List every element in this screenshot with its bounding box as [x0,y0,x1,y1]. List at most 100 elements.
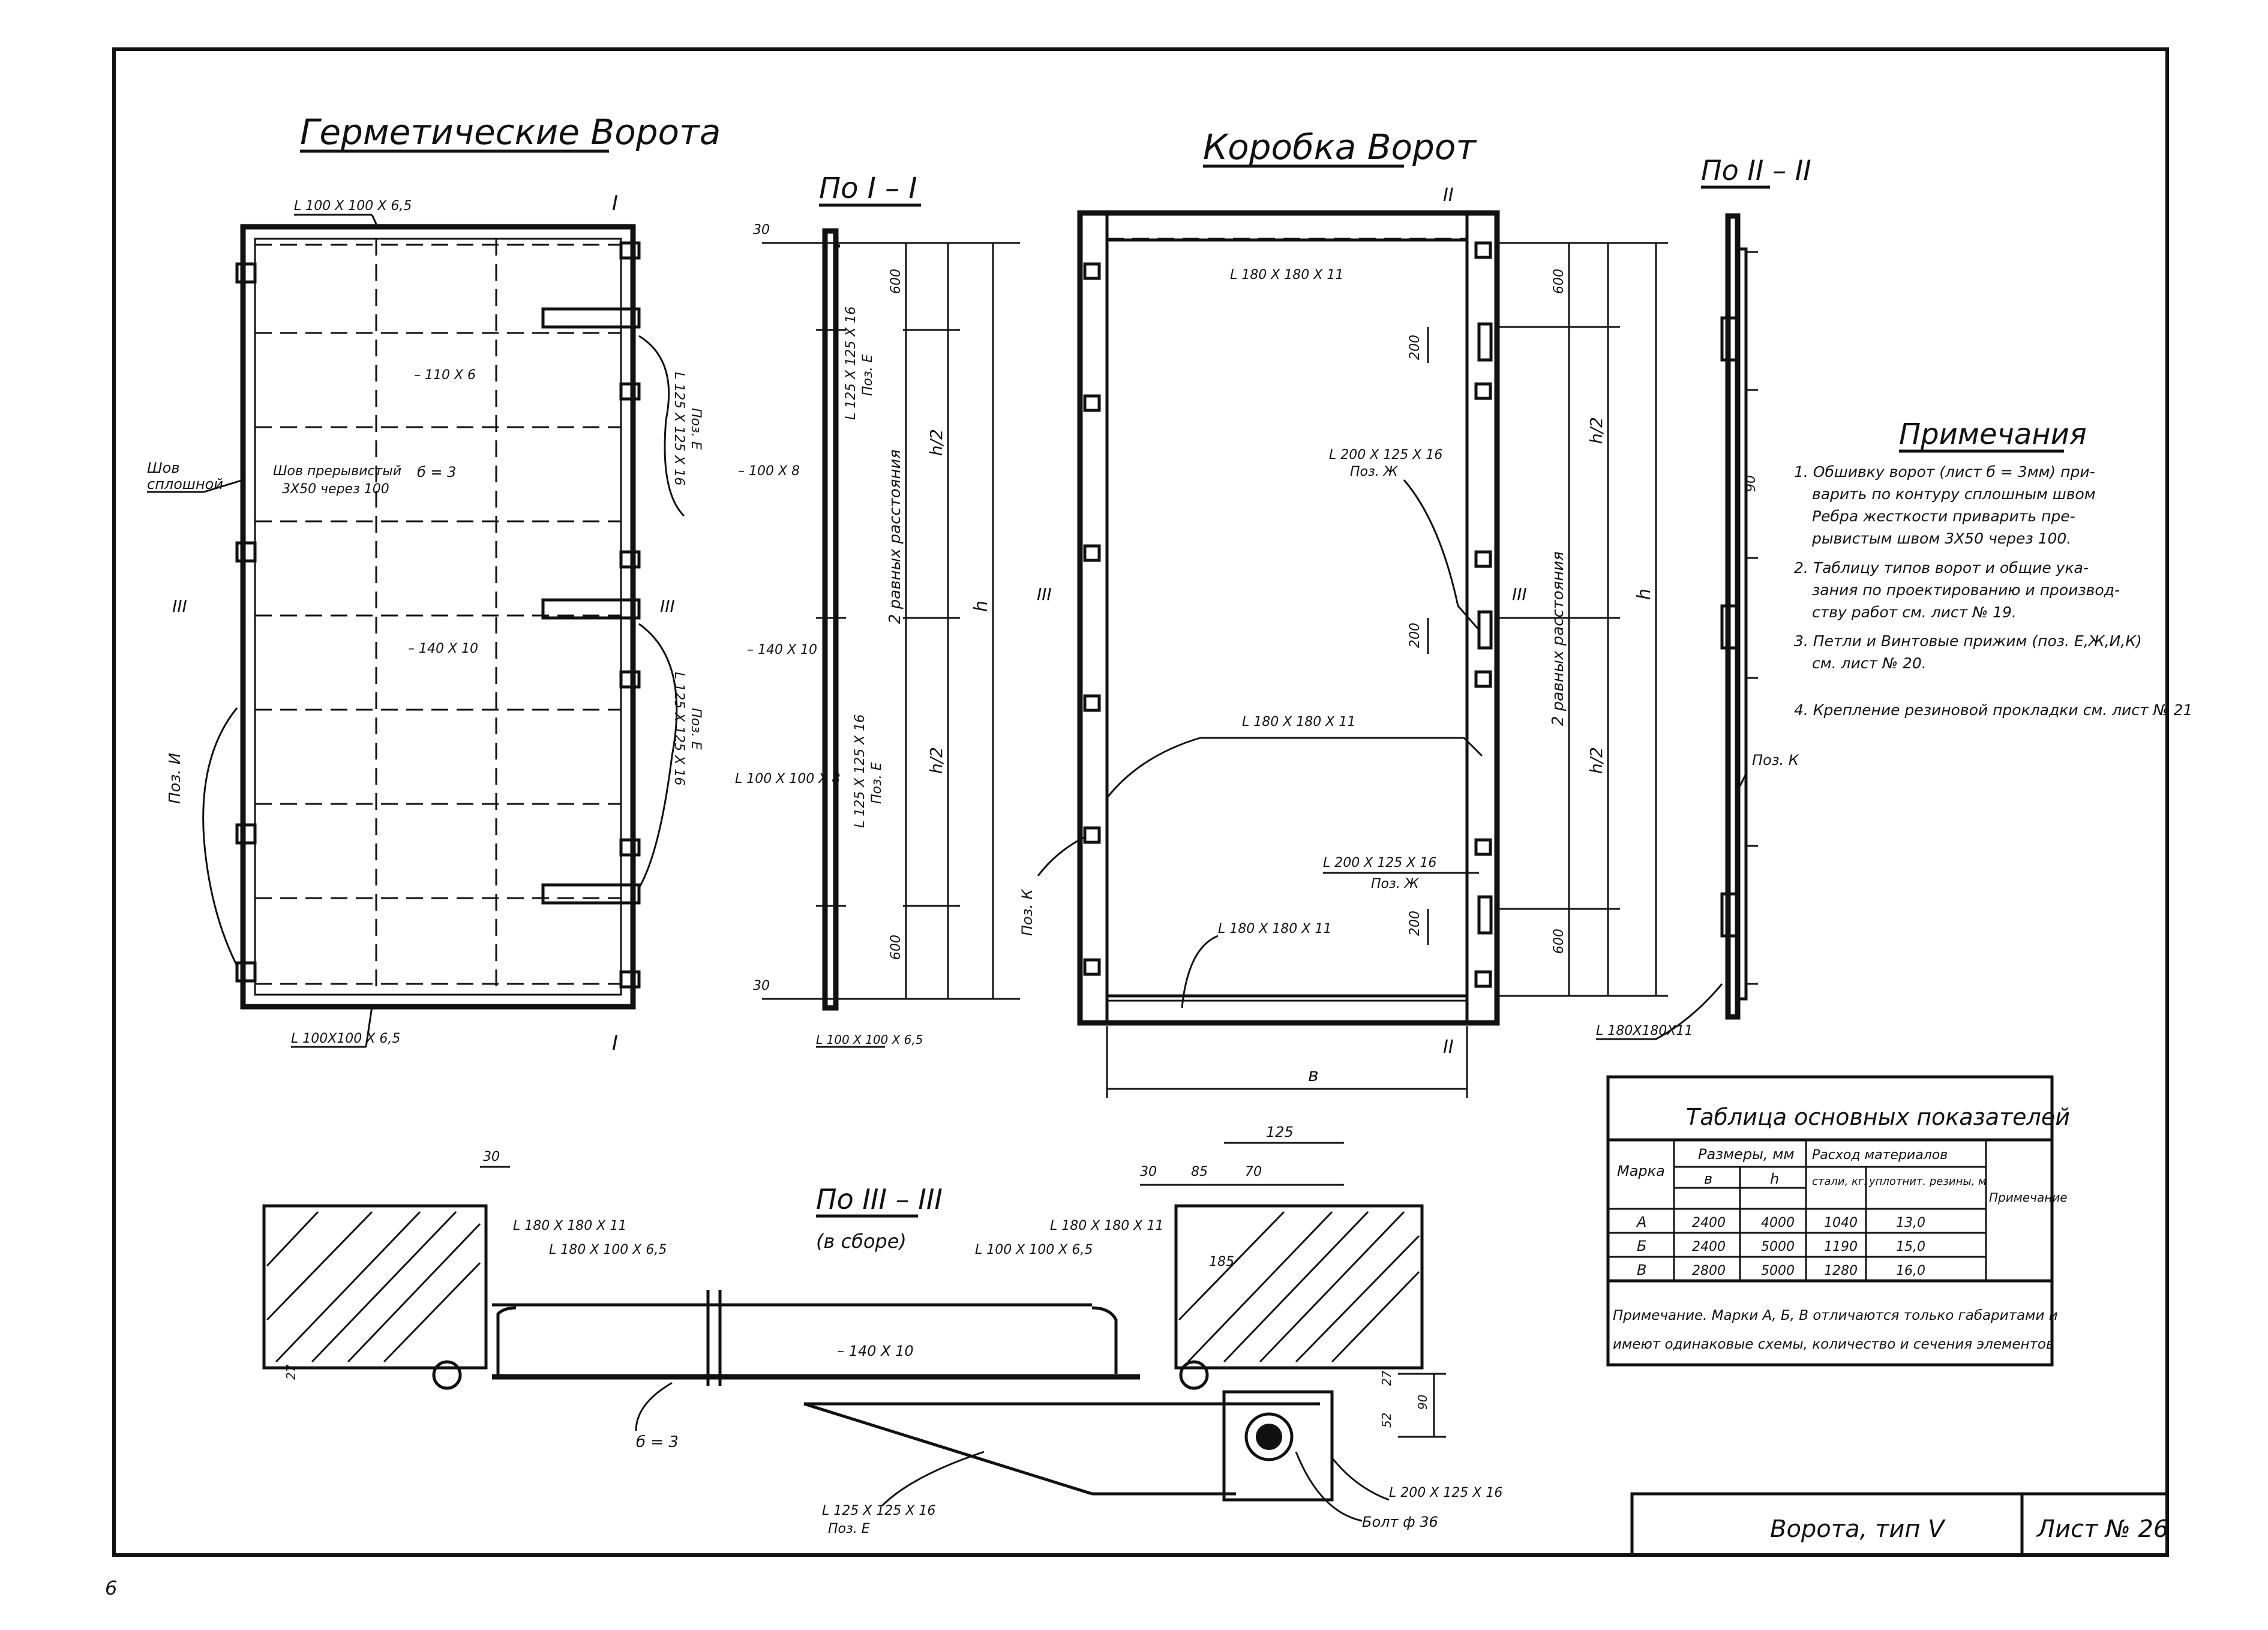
label-bottom-angle-I: L 100 X 100 X 6,5 [816,1032,923,1047]
row-c-steel: 1280 [1824,1263,1858,1278]
row-a-seal: 13,0 [1896,1215,1925,1230]
header-note: Примечание [1989,1190,2068,1205]
dim-90-section-II: 90 [1744,475,1759,492]
label-strip-140: – 140 X 10 [747,643,817,658]
dim-90-section-III: 90 [1415,1395,1430,1410]
header-consumption: Расход материалов [1812,1148,1948,1163]
dim-30-right: 30 [1140,1164,1157,1179]
label-pos-k-box: Поз. К [1019,888,1036,936]
dim-h-box: h [1634,589,1655,600]
dim-30-left: 30 [483,1149,500,1164]
label-top-angle: L 100 X 100 X 6,5 [294,199,412,214]
section-mark-III-box-right: III [1512,584,1527,604]
title-block-name: Ворота, тип V [1770,1515,1946,1543]
label-angle-e-top-2: Поз. Е [688,408,703,450]
view-section-I-I: По I – I 30 600 h/2 h h/2 600 30 2 равны… [735,172,1020,1048]
dim-h2-top-box: h/2 [1586,417,1606,444]
row-b-mark: Б [1637,1238,1646,1254]
section-mark-III-right: III [660,596,675,616]
label-angle-e1-1: L 125 X 125 X 16 [844,307,859,420]
dim-30-bottom: 30 [753,978,770,993]
note-line-3: Ребра жесткости приварить пре- [1812,508,2075,525]
dim-600-top: 600 [889,269,904,294]
dim-b: в [1308,1065,1319,1086]
label-top-angle-box: L 180 X 180 X 11 [1230,268,1343,283]
note-line-6: зания по проектированию и производ- [1812,581,2120,599]
label-strip: – 140 X 10 [408,641,478,656]
view-gate-box: Коробка Ворот 200 [1019,127,1668,1098]
label-equal-box: 2 равных расстояния [1549,551,1567,726]
section-III-III-subtitle: (в сборе) [816,1230,907,1253]
dim-200-mid: 200 [1408,623,1423,648]
view-section-II-II: По II – II 90 Поз. К L 180X180X11 [1596,154,1811,1040]
view-hermetic-gate: Герметические Ворота L 100 X 100 X 6,5 [147,112,721,1055]
section-III-III-title: По III – III [816,1183,943,1215]
dim-27-left: 27 [284,1364,298,1380]
dim-600-bottom-box: 600 [1552,929,1567,954]
table-footnote-1: Примечание. Марки А, Б, В отличаются тол… [1613,1308,2058,1323]
row-c-h: 5000 [1761,1263,1795,1278]
label-angle-zh1-1: L 200 X 125 X 16 [1329,448,1442,463]
header-mark: Марка [1617,1163,1665,1179]
section-mark-III-left: III [172,596,187,616]
label-angle-180-left: L 180 X 180 X 11 [513,1218,626,1233]
title-block-sheet: Лист № 26 [2036,1515,2168,1543]
note-line-2: варить по контуру сплошным швом [1812,485,2096,503]
row-c-mark: В [1637,1262,1646,1278]
dim-52: 52 [1379,1413,1394,1428]
dim-185: 185 [1209,1254,1234,1269]
label-angle-e-section-III-1: L 125 X 125 X 16 [822,1503,935,1518]
label-sheet-section-III: б = 3 [636,1433,679,1451]
label-angle-180-right: L 180 X 180 X 11 [1050,1218,1163,1233]
row-b-steel: 1190 [1824,1239,1858,1254]
dim-27-right: 27 [1379,1370,1394,1386]
label-angle-200-section-III: L 200 X 125 X 16 [1389,1485,1502,1500]
label-angle-100: L 100 X 100 X 8 [735,772,840,787]
row-a-b: 2400 [1692,1215,1726,1230]
label-strip-100: – 100 X 8 [738,464,800,479]
label-pos-k-section-II: Поз. К [1752,752,1799,769]
header-steel: стали, кг. [1812,1175,1867,1188]
note-line-4: рывистым швом 3X50 через 100. [1811,530,2071,547]
label-weld-continuous-1: Шов [147,460,180,476]
header-h: h [1770,1170,1779,1187]
dim-200-top: 200 [1408,335,1423,360]
label-angle-e2-2: Поз. Е [869,762,884,804]
label-angle-e-mid-1: L 125 X 125 X 16 [671,672,686,785]
row-a-h: 4000 [1761,1215,1795,1230]
label-angle-zh2-2: Поз. Ж [1371,876,1420,891]
section-mark-I-bottom: I [612,1031,618,1055]
label-weld-intermittent-1: Шов прерывистый [273,464,401,479]
dim-200-bottom: 200 [1408,911,1423,936]
row-c-seal: 16,0 [1896,1263,1925,1278]
dim-h2-top: h/2 [926,429,946,456]
dim-85: 85 [1191,1164,1208,1179]
label-angle-100-left: L 180 X 100 X 6,5 [549,1242,667,1257]
page-number: 6 [105,1577,117,1599]
label-rib: – 110 X 6 [414,368,476,383]
label-strip-section-III: – 140 X 10 [837,1343,914,1359]
label-bottom-angle-box: L 180 X 180 X 11 [1218,921,1331,936]
dim-30-top: 30 [753,223,770,238]
label-pos-i: Поз. И [166,753,184,804]
sheet-frame [112,47,2169,1557]
dim-h: h [971,601,992,612]
label-angle-zh2-1: L 200 X 125 X 16 [1323,855,1436,870]
section-mark-I-top: I [612,191,618,215]
label-bottom-angle: L 100X100 X 6,5 [291,1031,400,1046]
label-angle-e-section-III-2: Поз. Е [828,1521,870,1536]
dim-70: 70 [1245,1164,1262,1179]
indicators-table: Таблица основных показателей Марка Разме… [1606,1075,2070,1367]
header-b: в [1704,1170,1712,1187]
label-angle-e-top-1: L 125 X 125 X 16 [671,372,686,485]
note-line-9: см. лист № 20. [1812,655,1927,672]
dim-h2-bottom: h/2 [926,747,946,774]
header-seal: уплотнит. резины, м [1868,1175,1987,1188]
section-mark-III-box-left: III [1037,584,1052,604]
table-footnote-2: имеют одинаковые схемы, количество и сеч… [1613,1337,2054,1352]
dim-125: 125 [1266,1124,1294,1140]
table-title: Таблица основных показателей [1686,1104,2070,1130]
note-line-10: 4. Крепление резиновой прокладки см. лис… [1794,701,2192,719]
row-b-b: 2400 [1692,1239,1726,1254]
